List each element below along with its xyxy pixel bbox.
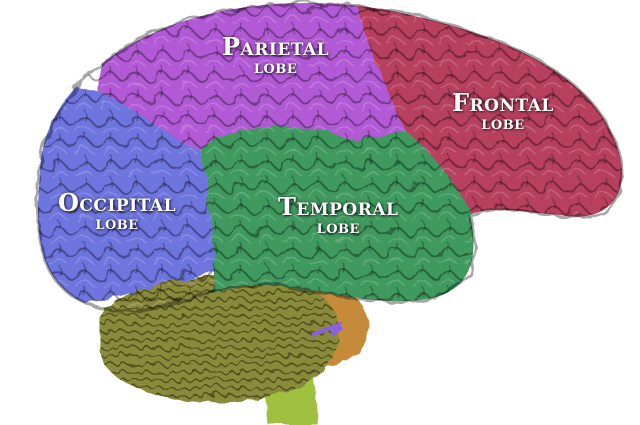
cortex-outline: [36, 1, 624, 314]
occipital-label-line2: lobe: [95, 213, 139, 235]
frontal-label-line2: lobe: [481, 113, 525, 135]
parietal-lobe-label: Parietal lobe: [222, 34, 329, 78]
occipital-lobe-label: Occipital lobe: [58, 190, 176, 234]
occipital-label-line1: Occipital: [58, 188, 177, 217]
vessel-detail: [311, 321, 344, 337]
temporal-label-line1: Temporal: [278, 192, 399, 221]
parietal-label-line2: lobe: [253, 57, 298, 79]
temporal-lobe-label: Temporal lobe: [278, 194, 399, 238]
temporal-label-line2: lobe: [316, 217, 360, 239]
parietal-label-line1: Parietal: [222, 32, 330, 61]
frontal-label-line1: Frontal: [452, 88, 554, 117]
frontal-lobe-label: Frontal lobe: [452, 90, 554, 134]
